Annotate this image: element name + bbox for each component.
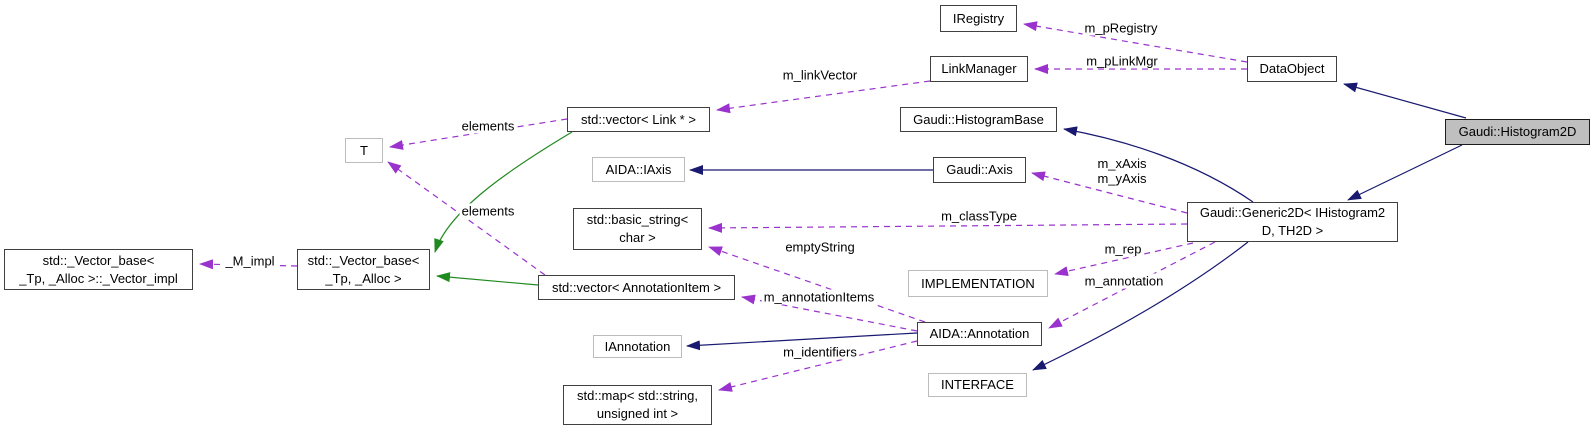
edge-label-m-annotationitems: m_annotationItems <box>761 289 877 305</box>
edge-annotation-basicstring <box>708 246 926 323</box>
edge-label-m-annotation: m_annotation <box>1082 273 1166 289</box>
class-node-histogrambase[interactable]: Gaudi::HistogramBase <box>900 107 1057 132</box>
edge-annotation-map <box>718 340 918 392</box>
edge-label-m-linkvector: m_linkVector <box>780 67 860 83</box>
edge-label-m-pregistry: m_pRegistry <box>1082 20 1160 36</box>
edge-histogram2d-generic2d <box>1347 144 1463 201</box>
edge-label-m-rep: m_rep <box>1102 241 1144 257</box>
edge-generic2d-implementation <box>1054 242 1194 277</box>
edge-generic2d-basicstring <box>708 222 1188 233</box>
edge-label-m-plinkmgr: m_pLinkMgr <box>1084 53 1160 69</box>
edge-label-m-impl: _M_impl <box>223 253 277 269</box>
edge-linkmanager-vectorlink <box>716 80 931 114</box>
class-node-basic-string[interactable]: std::basic_string< char > <box>573 208 702 250</box>
edge-generic2d-axis <box>1031 171 1188 214</box>
class-node-dataobject[interactable]: DataObject <box>1247 56 1337 82</box>
class-node-generic2d[interactable]: Gaudi::Generic2D< IHistogram2 D, TH2D > <box>1187 202 1398 242</box>
class-node-vector-impl[interactable]: std::_Vector_base< _Tp, _Alloc >::_Vecto… <box>4 249 193 290</box>
class-node-aida-iaxis: AIDA::IAxis <box>592 157 685 182</box>
edge-label-m-classtype: m_classType <box>939 208 1019 224</box>
edge-generic2d-histogrambase <box>1063 126 1254 203</box>
edge-label-emptystring: emptyString <box>783 239 857 255</box>
edge-histogram2d-dataobject <box>1343 82 1467 119</box>
class-node-vector-annotationitem[interactable]: std::vector< AnnotationItem > <box>538 275 735 300</box>
class-node-iannotation: IAnnotation <box>593 335 682 358</box>
edge-generic2d-interface <box>1032 241 1249 371</box>
edge-dataobject-iregistry <box>1023 21 1248 63</box>
edge-label-m-identifiers: m_identifiers <box>781 344 859 360</box>
edge-label-elements-annotationitem: elements <box>459 203 517 219</box>
class-node-linkmanager[interactable]: LinkManager <box>930 56 1028 82</box>
class-node-implementation: IMPLEMENTATION <box>908 270 1048 297</box>
class-node-interface: INTERFACE <box>928 373 1027 397</box>
class-node-vector-base[interactable]: std::_Vector_base< _Tp, _Alloc > <box>297 249 430 290</box>
edge-label-m-xaxis-m-yaxis: m_xAxis m_yAxis <box>1095 156 1149 186</box>
class-node-vector-link[interactable]: std::vector< Link * > <box>567 107 710 132</box>
edge-vectorlink-vectorbase <box>434 131 573 253</box>
edge-vectorannotationitem-vectorbase <box>436 272 539 286</box>
class-node-gaudi-axis[interactable]: Gaudi::Axis <box>933 157 1026 183</box>
class-node-aida-annotation[interactable]: AIDA::Annotation <box>917 322 1042 346</box>
edge-annotation-iannotation <box>686 332 918 351</box>
edge-label-elements-link: elements <box>459 118 517 134</box>
class-node-t: T <box>345 138 383 163</box>
class-node-iregistry[interactable]: IRegistry <box>940 5 1017 32</box>
class-node-histogram2d: Gaudi::Histogram2D <box>1445 119 1590 145</box>
class-node-std-map[interactable]: std::map< std::string, unsigned int > <box>563 385 712 425</box>
